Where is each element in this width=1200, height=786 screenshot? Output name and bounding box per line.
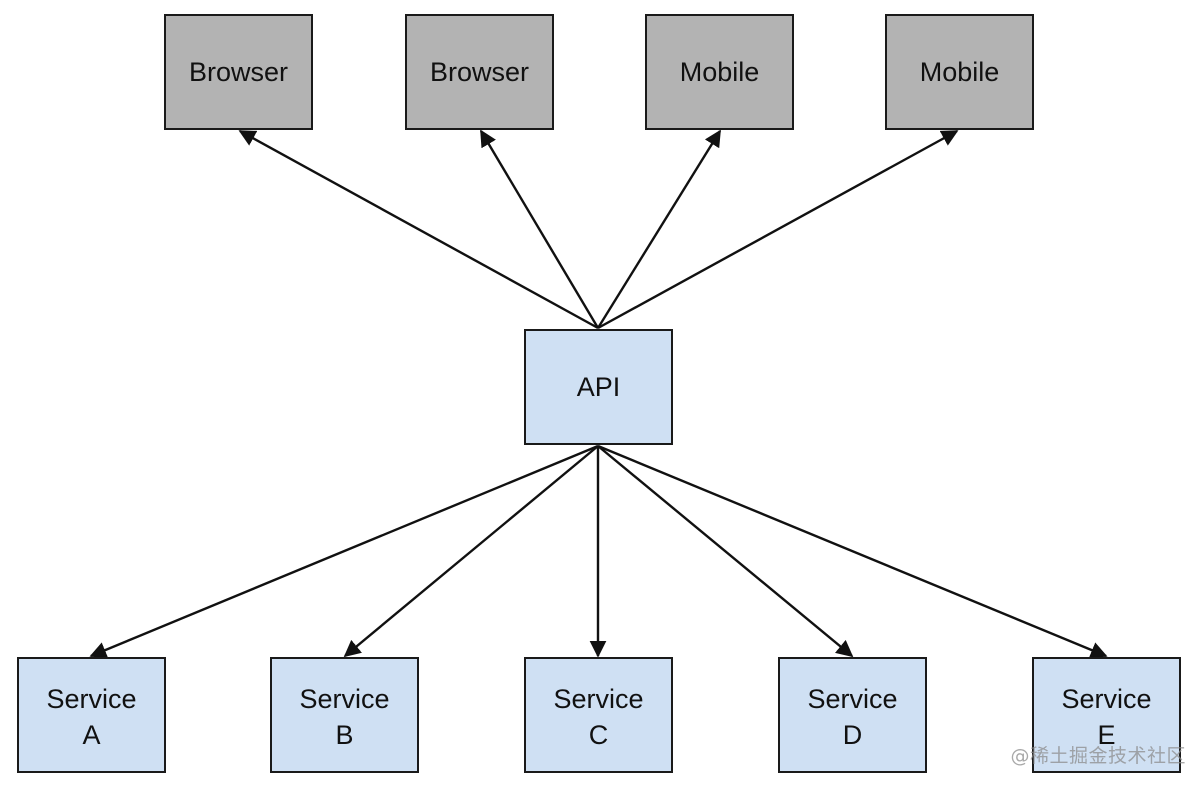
edges-layer bbox=[89, 129, 1108, 658]
api-box bbox=[524, 329, 673, 445]
edge-api-to-browser-1 bbox=[238, 129, 599, 330]
client-box bbox=[405, 14, 554, 130]
edge-api-to-mobile-2 bbox=[597, 129, 959, 330]
client-node-browser-2: Browser bbox=[405, 14, 554, 130]
service-label-line1: Service bbox=[553, 684, 643, 714]
client-label: Browser bbox=[430, 57, 529, 87]
service-label-line1: Service bbox=[1061, 684, 1151, 714]
service-label-line2: E bbox=[1097, 720, 1115, 750]
service-node-d: Service D bbox=[778, 657, 927, 773]
edge-api-to-mobile-1 bbox=[596, 129, 722, 329]
client-box bbox=[885, 14, 1034, 130]
edge-api-to-browser-2 bbox=[479, 129, 600, 329]
service-label-line2: A bbox=[82, 720, 100, 750]
watermark: @稀土掘金技术社区 bbox=[1010, 745, 1186, 767]
client-box bbox=[164, 14, 313, 130]
service-label-line2: D bbox=[843, 720, 863, 750]
service-box bbox=[1032, 657, 1181, 773]
client-label: Browser bbox=[189, 57, 288, 87]
edge-api-to-service-a bbox=[89, 444, 599, 658]
service-node-c: Service C bbox=[524, 657, 673, 773]
service-box bbox=[270, 657, 419, 773]
service-label-line1: Service bbox=[807, 684, 897, 714]
client-node-mobile-2: Mobile bbox=[885, 14, 1034, 130]
client-node-browser-1: Browser bbox=[164, 14, 313, 130]
service-label-line2: C bbox=[589, 720, 609, 750]
service-label-line1: Service bbox=[46, 684, 136, 714]
edge-api-to-service-b bbox=[343, 445, 599, 658]
edge-api-to-service-d bbox=[597, 445, 854, 658]
service-node-b: Service B bbox=[270, 657, 419, 773]
edge-api-to-service-e bbox=[597, 444, 1108, 658]
service-label-line2: B bbox=[335, 720, 353, 750]
service-node-a: Service A bbox=[17, 657, 166, 773]
api-label: API bbox=[577, 372, 621, 402]
service-label-line1: Service bbox=[299, 684, 389, 714]
api-node: API bbox=[524, 329, 673, 445]
service-node-e: Service E bbox=[1032, 657, 1181, 773]
client-label: Mobile bbox=[920, 57, 1000, 87]
service-box bbox=[778, 657, 927, 773]
service-box bbox=[524, 657, 673, 773]
client-label: Mobile bbox=[680, 57, 760, 87]
service-box bbox=[17, 657, 166, 773]
client-node-mobile-1: Mobile bbox=[645, 14, 794, 130]
client-box bbox=[645, 14, 794, 130]
